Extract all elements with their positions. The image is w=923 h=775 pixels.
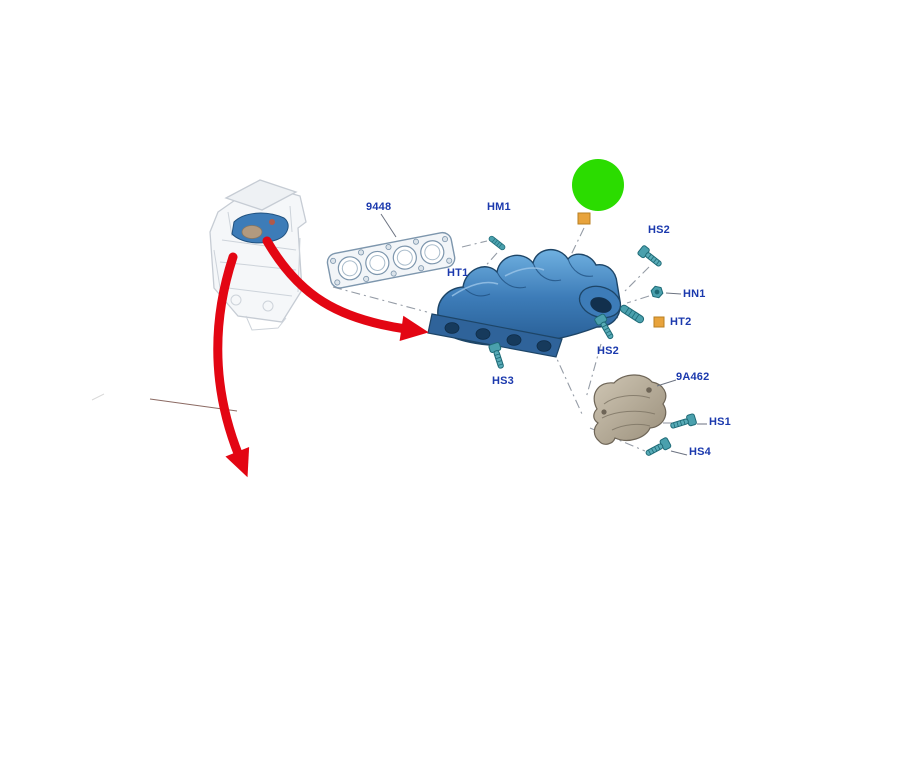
label-leader-lines <box>380 213 707 456</box>
arrow-down-icon <box>213 252 250 478</box>
heat-shield-9a462[interactable] <box>593 374 667 445</box>
bolt-hs4[interactable] <box>643 436 673 460</box>
part-label-hs2-upper[interactable]: HS2 <box>648 224 670 236</box>
gasket-9448[interactable] <box>326 231 456 289</box>
nut-hn1[interactable] <box>650 285 664 299</box>
red-annotation-arrows <box>213 236 429 478</box>
part-label-ht2[interactable]: HT2 <box>670 316 692 328</box>
stud-ht2[interactable] <box>618 303 646 325</box>
faint-mark <box>91 393 105 401</box>
fasteners <box>487 234 698 460</box>
manifold-ht1[interactable] <box>427 249 625 358</box>
part-label-hm1[interactable]: HM1 <box>487 201 511 213</box>
part-label-9448[interactable]: 9448 <box>366 201 392 213</box>
part-label-hs3[interactable]: HS3 <box>492 375 514 387</box>
engine-overview-sketch <box>209 179 307 331</box>
part-label-hn1[interactable]: HN1 <box>683 288 706 300</box>
green-highlight-circle-icon <box>572 159 624 211</box>
part-label-ht1[interactable]: HT1 <box>447 267 469 279</box>
orange-marker-ht2-icon <box>653 316 665 328</box>
orange-marker-upper-icon <box>577 212 591 225</box>
bolt-hs1[interactable] <box>668 412 698 432</box>
part-label-9a462[interactable]: 9A462 <box>676 371 710 383</box>
bolt-hs2-upper[interactable] <box>636 244 665 270</box>
arrow-to-diagram-icon <box>262 236 429 341</box>
part-label-hs2-lower[interactable]: HS2 <box>597 345 619 357</box>
engine-manifold-highlight <box>231 212 289 244</box>
part-label-hs4[interactable]: HS4 <box>689 446 711 458</box>
part-label-hs1[interactable]: HS1 <box>709 416 731 428</box>
stud-hm1[interactable] <box>487 234 507 252</box>
